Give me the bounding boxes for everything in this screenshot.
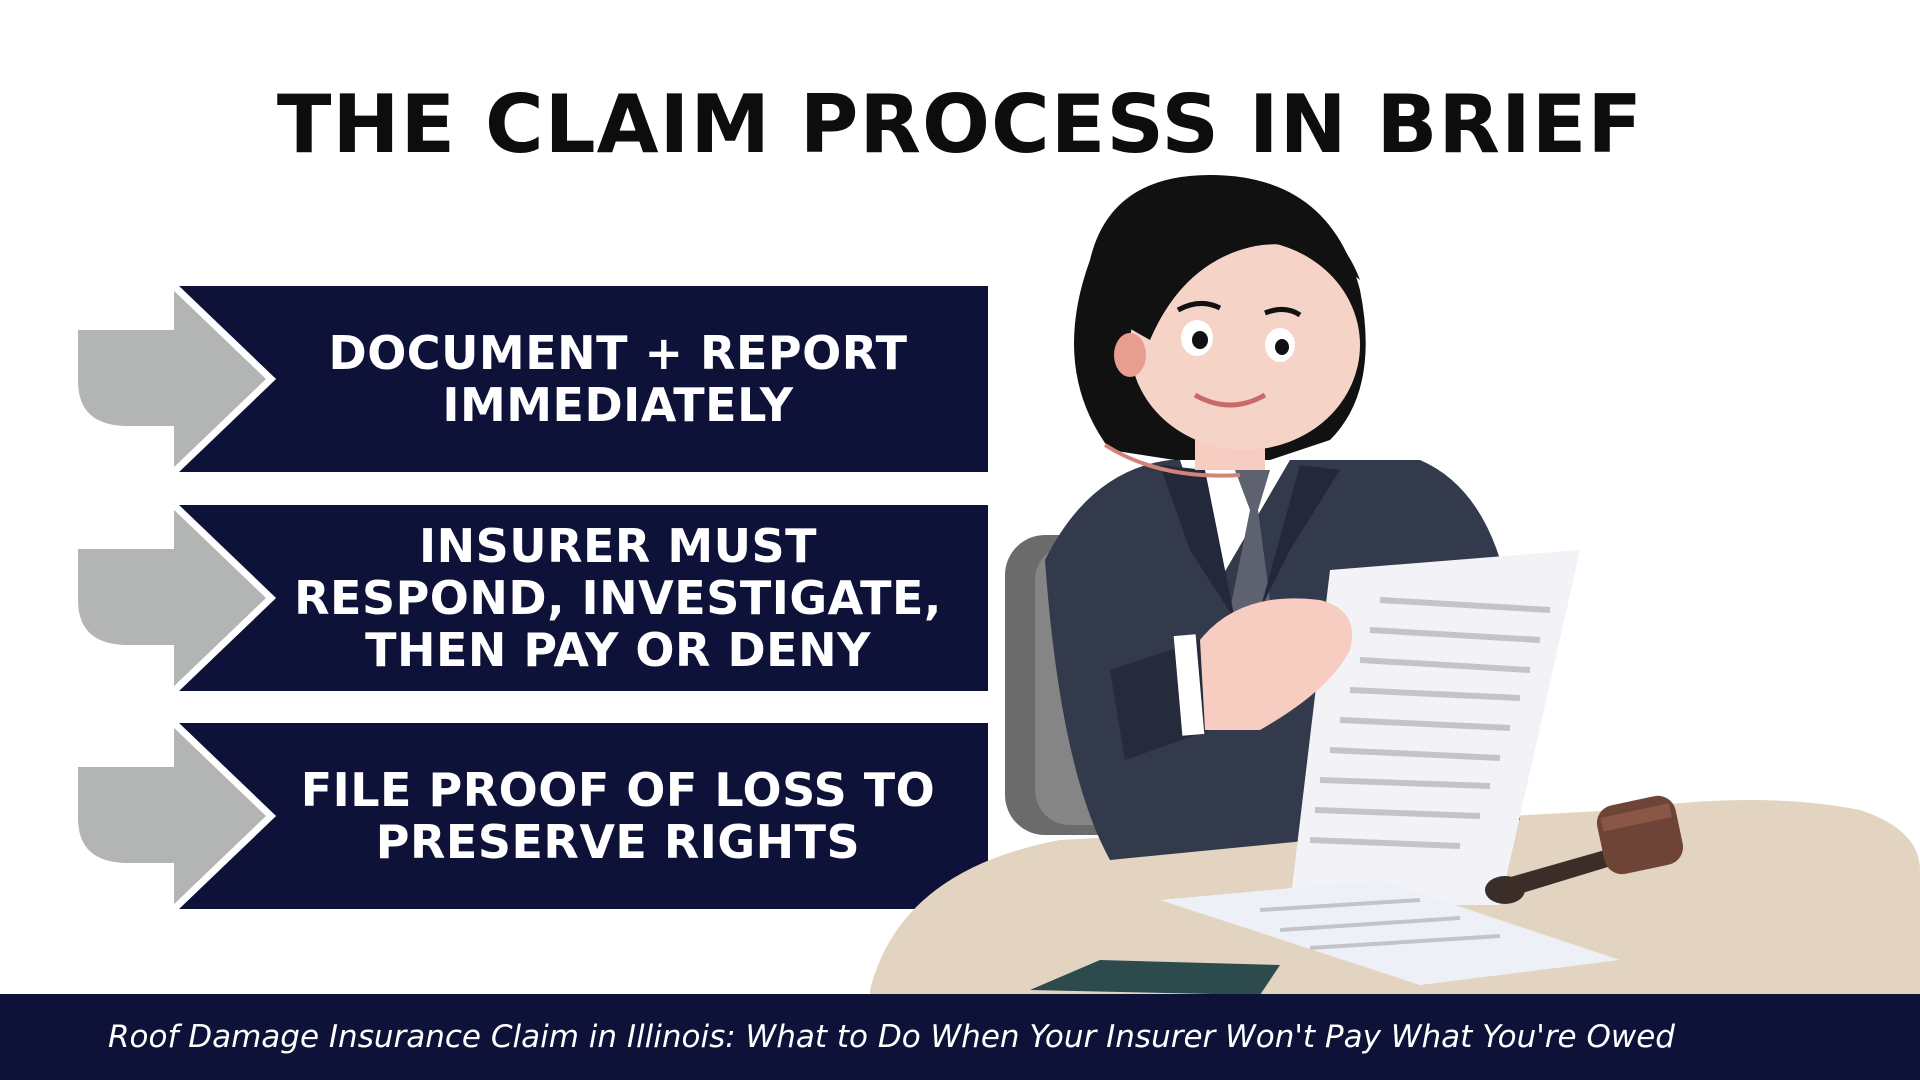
step-3-label: FILE PROOF OF LOSS TO PRESERVE RIGHTS (300, 763, 936, 869)
arrow-icon (78, 723, 277, 909)
gavel-icon (1485, 795, 1684, 904)
arrow-icon (78, 286, 277, 472)
step-3-banner (174, 723, 988, 909)
arrow-icon (78, 505, 277, 691)
step-3: FILE PROOF OF LOSS TO PRESERVE RIGHTS (78, 723, 988, 909)
lawyer-illustration (870, 175, 1920, 995)
face (1130, 240, 1360, 450)
footer-caption: Roof Damage Insurance Claim in Illinois:… (108, 1019, 1675, 1055)
step-2-banner (174, 505, 988, 691)
page-title: THE CLAIM PROCESS IN BRIEF (276, 78, 1644, 171)
step-2-label: INSURER MUST RESPOND, INVESTIGATE, THEN … (294, 519, 942, 677)
tie (1230, 470, 1270, 640)
step-1-banner (174, 286, 988, 472)
step-2: INSURER MUST RESPOND, INVESTIGATE, THEN … (78, 505, 988, 691)
step-1: DOCUMENT + REPORT IMMEDIATELY (78, 286, 988, 472)
step-1-label: DOCUMENT + REPORT IMMEDIATELY (328, 326, 908, 432)
footer-bar: Roof Damage Insurance Claim in Illinois:… (0, 994, 1920, 1080)
hair-front (1115, 200, 1360, 340)
hand (1200, 598, 1352, 730)
